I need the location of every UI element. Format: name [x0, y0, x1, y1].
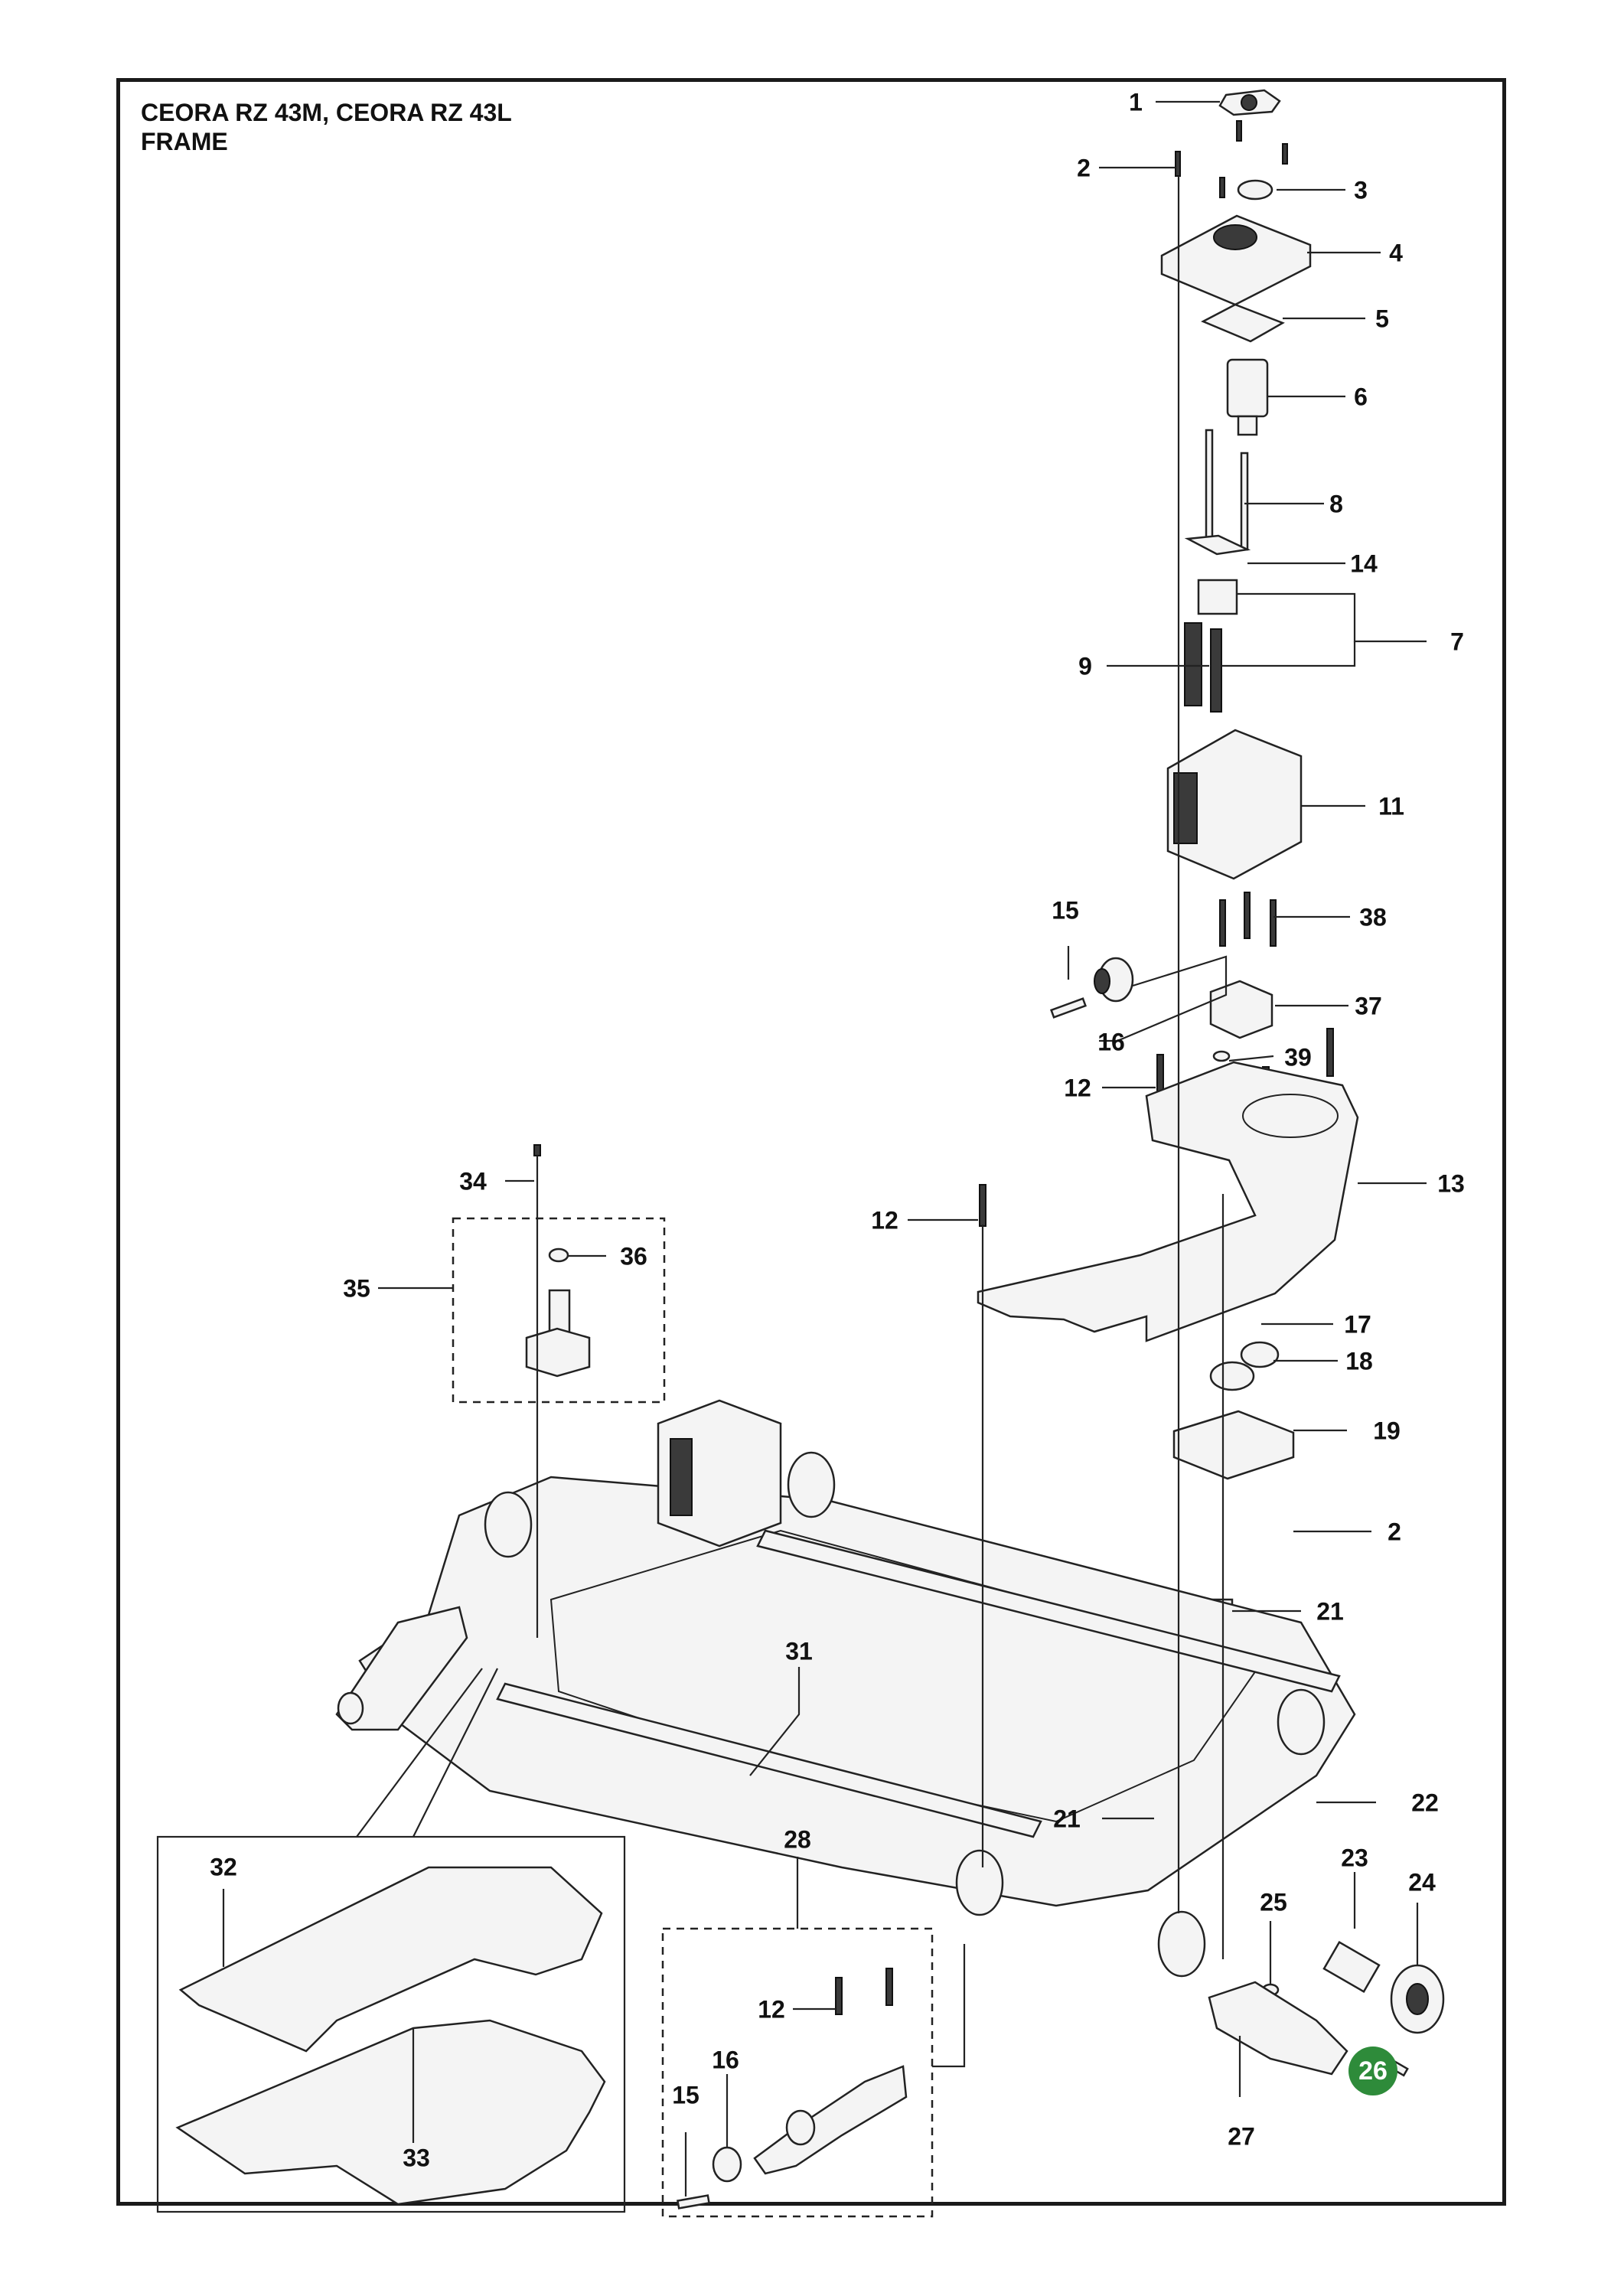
model-title: CEORA RZ 43M, CEORA RZ 43L — [141, 99, 512, 126]
page-number-badge: 26 — [1348, 2047, 1397, 2095]
part-5-gasket — [1201, 303, 1285, 343]
callout-23: 23 — [1341, 1844, 1368, 1872]
callout-12-lower: 12 — [758, 1995, 785, 2024]
part-3-seal — [1237, 179, 1273, 201]
callout-12-middle: 12 — [871, 1206, 898, 1234]
callout-4: 4 — [1389, 239, 1403, 267]
callout-27: 27 — [1228, 2122, 1255, 2151]
part-23-axle — [1322, 1940, 1381, 1994]
callout-15-lower: 15 — [672, 2081, 699, 2109]
part-28-caster-arm — [753, 1968, 908, 2175]
part-7-block — [1197, 579, 1238, 615]
part-8-rods — [1205, 429, 1249, 551]
callout-17: 17 — [1344, 1310, 1371, 1339]
part-39-washer — [1212, 1050, 1231, 1062]
callout-16-upper: 16 — [1097, 1028, 1125, 1056]
callout-14: 14 — [1350, 550, 1378, 578]
callout-19: 19 — [1373, 1417, 1401, 1445]
callout-12-upper: 12 — [1064, 1074, 1091, 1102]
callout-36: 36 — [620, 1242, 647, 1270]
callout-28: 28 — [784, 1825, 811, 1854]
part-31-rails — [496, 1529, 1341, 1838]
frame-caster-arm — [335, 1606, 468, 1731]
part-4-housing-plate — [1160, 214, 1312, 306]
assembly-title: FRAME — [141, 128, 228, 155]
callout-1: 1 — [1129, 88, 1143, 116]
part-13-top-plate — [977, 1061, 1359, 1342]
callout-24: 24 — [1408, 1868, 1436, 1896]
callout-3: 3 — [1354, 176, 1368, 204]
group-35-box — [452, 1217, 666, 1404]
callout-38: 38 — [1359, 903, 1387, 931]
callout-32: 32 — [210, 1853, 237, 1881]
part-11-lift-housing — [1166, 729, 1303, 880]
callout-2-top: 2 — [1077, 154, 1091, 182]
part-22-main-frame — [358, 1476, 1356, 1907]
callout-18: 18 — [1345, 1347, 1373, 1375]
callout-25: 25 — [1260, 1888, 1287, 1916]
part-34-screw — [533, 1144, 541, 1156]
callout-35: 35 — [343, 1274, 370, 1303]
part-16-bushing-lower — [712, 2146, 742, 2183]
part-19-gearbox — [1172, 1410, 1295, 1480]
callout-16-lower: 16 — [712, 2046, 739, 2074]
callout-22: 22 — [1411, 1789, 1439, 1817]
part-16-bushing — [1094, 957, 1134, 1003]
part-32-plate — [178, 1866, 603, 2053]
part-15-bolt — [1050, 997, 1087, 1019]
part-9-springs — [1184, 622, 1222, 713]
callout-8: 8 — [1329, 490, 1343, 518]
callout-34: 34 — [459, 1167, 487, 1195]
diagram-border — [116, 78, 1506, 2206]
callout-39: 39 — [1284, 1043, 1312, 1071]
part-38-screws — [1219, 892, 1277, 947]
part-15-bolt-lower — [676, 2194, 711, 2210]
callout-11: 11 — [1378, 792, 1404, 820]
leader-lines — [222, 100, 1427, 2197]
part-37-bracket — [1209, 980, 1273, 1039]
part-33-plate — [175, 2019, 606, 2206]
callout-15-upper: 15 — [1052, 896, 1079, 925]
callout-2-lower: 2 — [1388, 1518, 1401, 1546]
callout-5: 5 — [1375, 305, 1389, 333]
callout-7: 7 — [1450, 628, 1464, 656]
diagram-title: CEORA RZ 43M, CEORA RZ 43L FRAME — [141, 98, 512, 156]
callout-21-lower: 21 — [1053, 1805, 1081, 1833]
inset-32-33-box — [156, 1835, 626, 2213]
frame-wheel-supports — [484, 1451, 1326, 1978]
part-2-screws — [1175, 120, 1288, 198]
part-24-wheel — [1390, 1964, 1445, 2034]
callout-6: 6 — [1354, 383, 1368, 411]
callout-37: 37 — [1355, 992, 1382, 1020]
callout-21-upper: 21 — [1316, 1597, 1344, 1626]
callout-13: 13 — [1437, 1169, 1465, 1198]
callout-9: 9 — [1078, 652, 1092, 680]
callout-33: 33 — [403, 2144, 430, 2172]
part-35-spring-support — [525, 1289, 591, 1378]
part-27-wheel-bracket — [1208, 1981, 1348, 2076]
part-36-cap — [548, 1247, 569, 1263]
part-1-connector-cap — [1218, 89, 1281, 116]
group-28-box — [661, 1927, 934, 2218]
frame-motor-box — [657, 1399, 782, 1548]
part-18-gears — [1209, 1341, 1280, 1391]
callout-31: 31 — [785, 1637, 813, 1665]
part-6-motor — [1226, 358, 1269, 436]
part-14-bracket — [1184, 534, 1251, 556]
